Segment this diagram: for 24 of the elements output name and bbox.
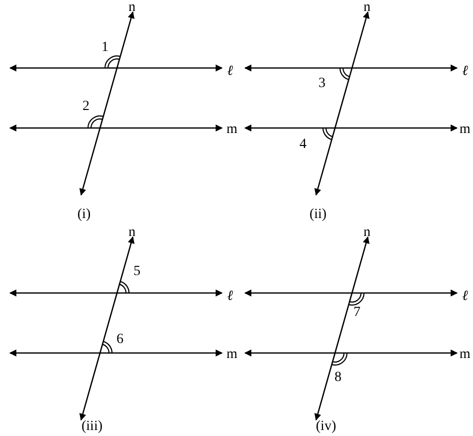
line-label: m: [226, 348, 238, 362]
angle-label: 3: [318, 77, 326, 91]
line-label: n: [364, 1, 370, 15]
angle-label: 8: [334, 371, 342, 385]
line-label: ℓ: [227, 65, 233, 79]
line-label: m: [460, 348, 470, 362]
angle-label: 2: [82, 100, 90, 114]
line-label: n: [128, 226, 136, 240]
line-label: ℓ: [462, 290, 468, 304]
line-label: m: [460, 123, 470, 137]
figure-label: (iv): [316, 420, 336, 434]
figure-label: (ii): [309, 208, 327, 222]
angle-label: 7: [354, 306, 360, 320]
line-label: ℓ: [227, 290, 233, 304]
figure-label: (iii): [82, 420, 102, 434]
angle-label: 1: [102, 41, 108, 55]
angle-label: 6: [116, 333, 124, 347]
angle-label: 4: [300, 138, 306, 152]
figure-label: (i): [77, 208, 91, 222]
line-label: m: [226, 123, 238, 137]
line-label: n: [364, 226, 370, 240]
angle-label: 5: [134, 265, 140, 279]
line-label: ℓ: [462, 65, 468, 79]
line-label: n: [128, 1, 136, 15]
